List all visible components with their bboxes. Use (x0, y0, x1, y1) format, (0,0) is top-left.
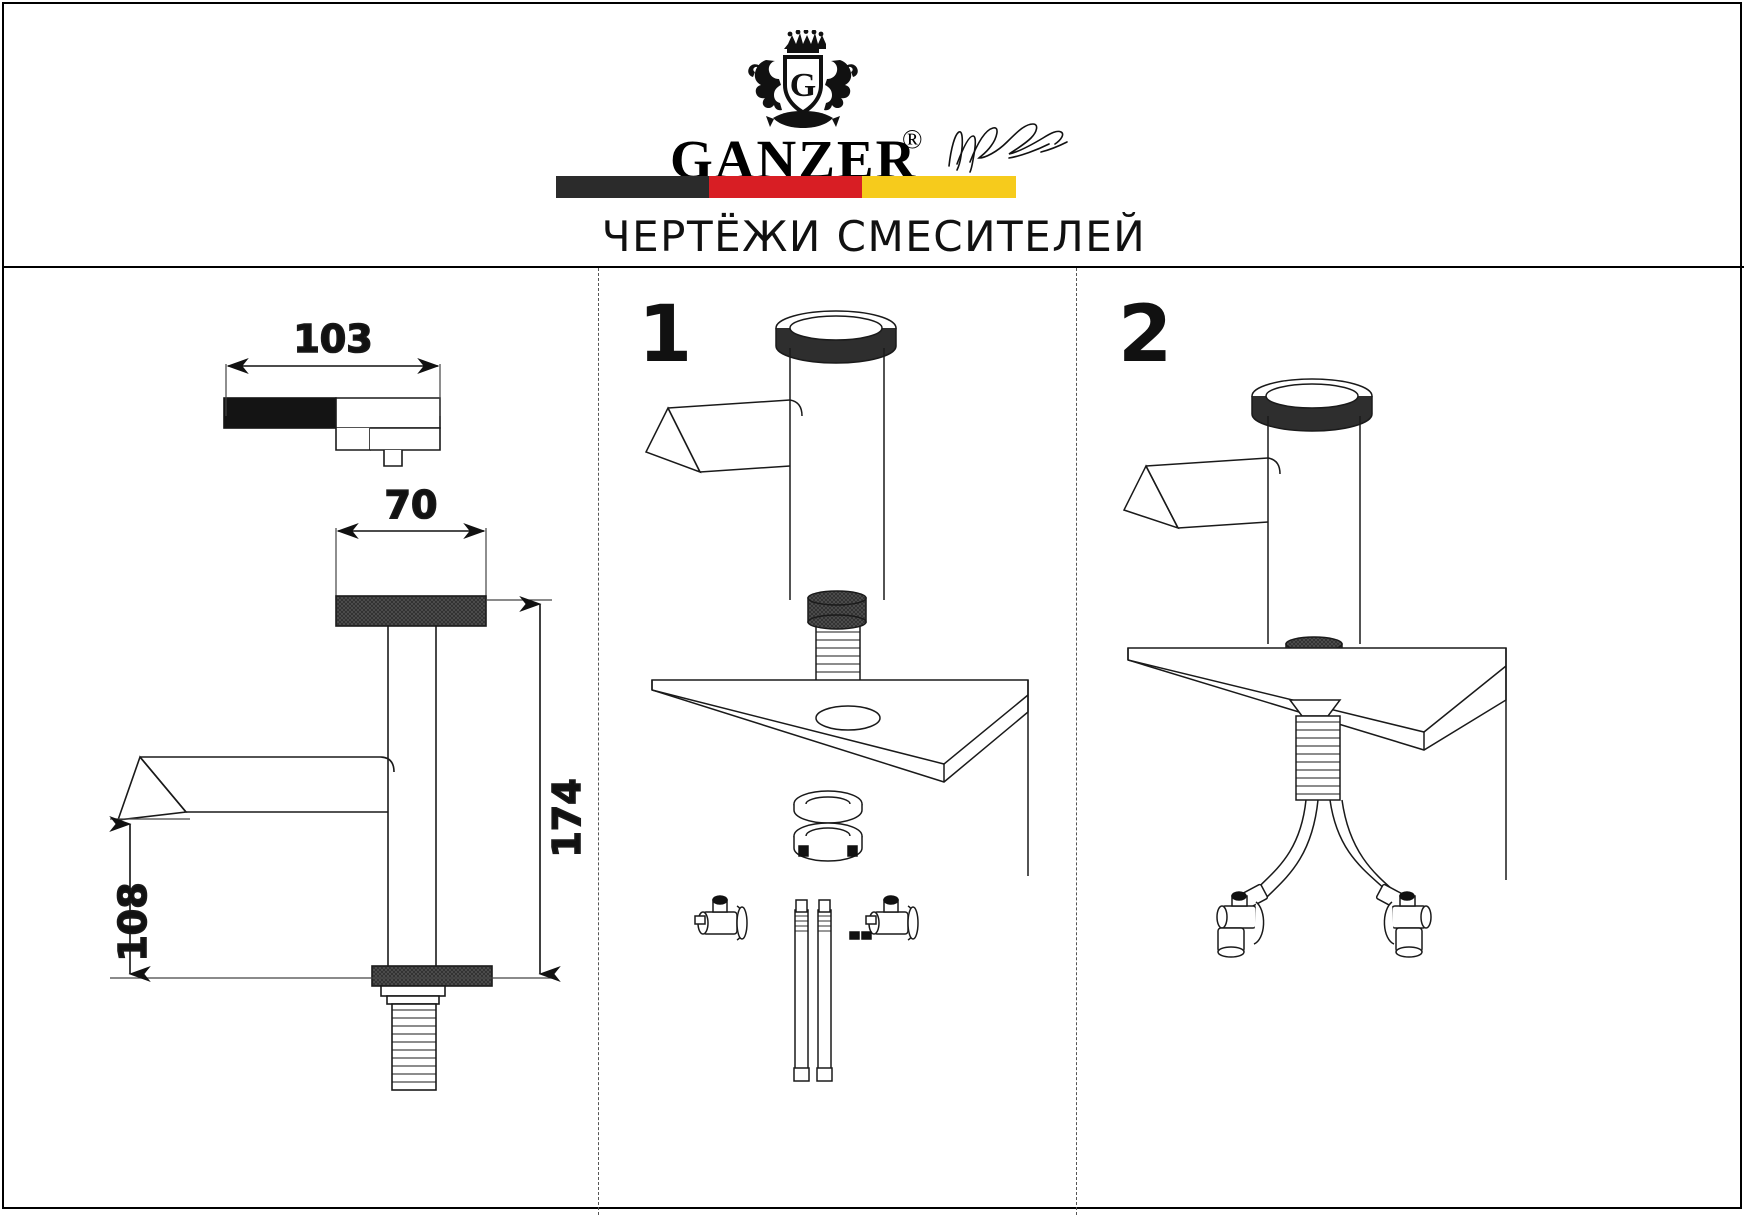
faucet-elevation (116, 595, 493, 1091)
dimension-103: 103 (225, 316, 441, 416)
angle-valve-right-2 (1383, 891, 1432, 958)
panel-number-1: 1 (638, 290, 693, 380)
panel-divider-2 (1076, 268, 1077, 1215)
angle-valve-left-1 (694, 895, 748, 941)
panel-number-2: 2 (1118, 290, 1173, 380)
dimension-174: 174 (430, 596, 590, 982)
flexible-hose-left-1 (793, 899, 810, 1082)
registered-trademark-icon: ® (902, 124, 923, 154)
dimension-label-108: 108 (111, 882, 155, 961)
document-header: G GANZER ® (0, 0, 1748, 268)
faucet-top-cap-1 (775, 310, 897, 364)
washers-1 (849, 931, 872, 940)
panel-dimensions-drawing: 103 70 (109, 316, 590, 1091)
german-flag-bar (556, 176, 1016, 198)
rubber-gasket-1 (793, 790, 863, 824)
faucet-spout-1 (644, 399, 803, 474)
threaded-shank-2 (1295, 715, 1341, 801)
mounting-hole-1 (815, 705, 881, 731)
flag-stripe-red (709, 176, 862, 198)
svg-text:G: G (790, 67, 816, 104)
faucet-top-cap-2 (1251, 378, 1373, 432)
dimension-70: 70 (335, 482, 487, 600)
flexible-hose-right-1 (816, 899, 833, 1082)
angle-valve-left-2 (1216, 891, 1265, 958)
faucet-spout-2 (1122, 457, 1281, 530)
faucet-body-1 (789, 348, 885, 600)
panel-divider-1 (598, 268, 599, 1215)
mounting-collar-1 (807, 590, 867, 630)
signature-icon (948, 123, 1068, 173)
dimension-108: 108 (109, 816, 430, 982)
flag-stripe-gold (862, 176, 1016, 198)
crest-icon: G (748, 30, 858, 128)
dimension-label-70: 70 (385, 483, 438, 527)
dimension-label-174: 174 (545, 778, 589, 857)
header-divider (2, 266, 1744, 268)
panel-step2-drawing (1122, 378, 1507, 958)
brand-logo-block: G GANZER ® (556, 30, 1100, 198)
countertop-2 (1127, 647, 1507, 880)
mounting-nut-1 (793, 822, 863, 862)
countertop-1 (651, 679, 1029, 876)
panel-step1-drawing (644, 310, 1029, 1082)
page-title: ЧЕРТЁЖИ СМЕСИТЕЛЕЙ (601, 212, 1147, 261)
flag-stripe-black (556, 176, 709, 198)
top-view-spout (223, 397, 441, 467)
flexible-hose-right-2 (1329, 799, 1411, 913)
angle-valve-right-1 (865, 895, 919, 941)
dimension-label-103: 103 (293, 317, 372, 361)
faucet-body-2 (1267, 416, 1361, 644)
